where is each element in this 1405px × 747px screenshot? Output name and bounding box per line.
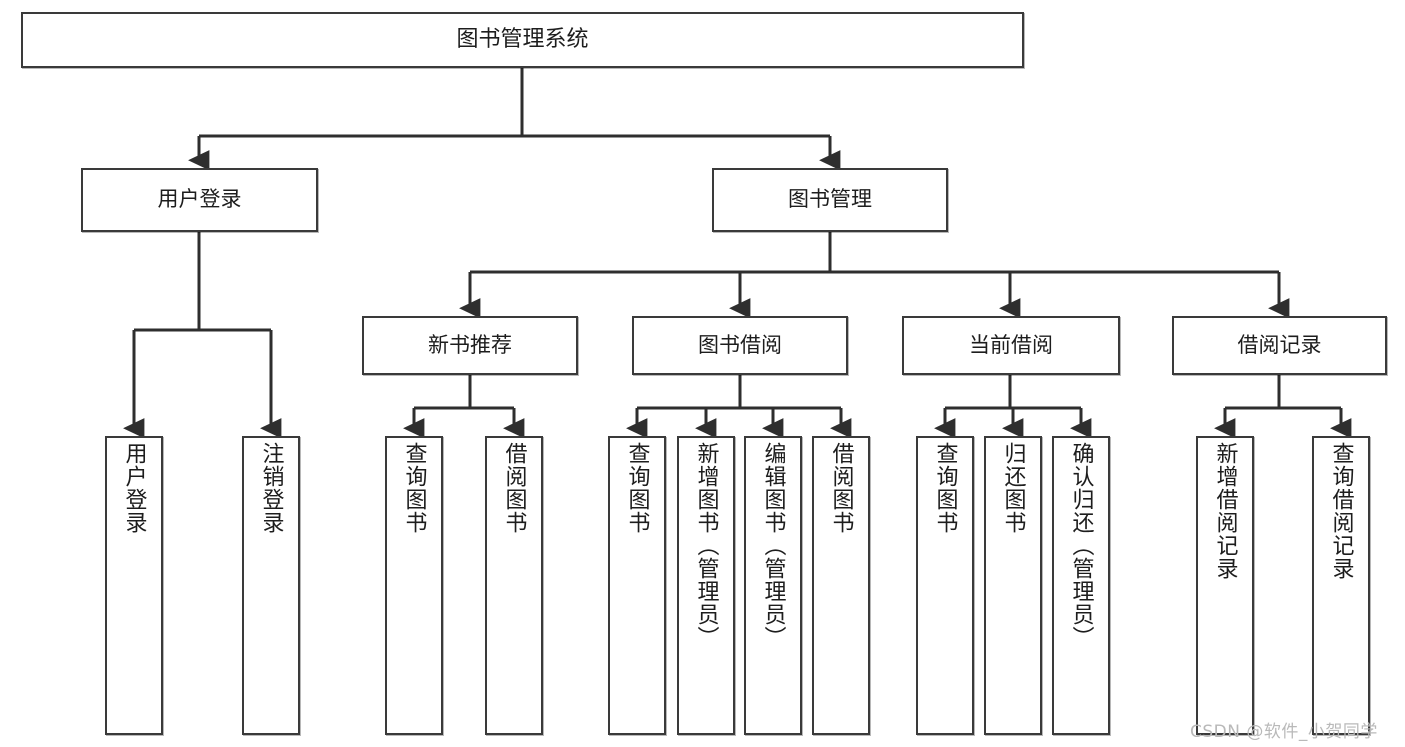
leaf-record-add-record[interactable]: 新增借阅记录 [1196,436,1254,735]
leaf-current-return-book[interactable]: 归还图书 [984,436,1042,735]
node-label: 用户登录 [157,187,242,212]
node-label: 查询图书 [401,442,427,534]
leaf-user-login-login[interactable]: 用户登录 [105,436,163,735]
node-book-management[interactable]: 图书管理 [712,168,948,232]
node-user-login[interactable]: 用户登录 [81,168,318,232]
leaf-borrow-borrow-book[interactable]: 借阅图书 [812,436,870,735]
node-current-borrow[interactable]: 当前借阅 [902,316,1120,375]
leaf-current-confirm-return-admin[interactable]: 确认归还（管理员） [1052,436,1110,735]
node-root-book-management-system[interactable]: 图书管理系统 [21,12,1024,68]
leaf-user-login-logout[interactable]: 注销登录 [242,436,300,735]
leaf-record-query-record[interactable]: 查询借阅记录 [1312,436,1370,735]
node-label: 当前借阅 [969,332,1053,357]
node-label: 归还图书 [1000,442,1026,534]
node-label: 编辑图书（管理员） [760,442,786,649]
leaf-recommend-query-book[interactable]: 查询图书 [385,436,443,735]
node-label: 图书管理 [788,187,872,212]
node-label: 新增图书（管理员） [693,442,719,649]
node-label: 查询图书 [932,442,958,534]
node-label: 查询图书 [624,442,650,534]
node-label: 借阅记录 [1237,332,1322,357]
node-label: 确认归还（管理员） [1068,442,1094,649]
leaf-borrow-add-book-admin[interactable]: 新增图书（管理员） [677,436,735,735]
node-label: 借阅图书 [828,442,854,534]
node-new-book-recommend[interactable]: 新书推荐 [362,316,578,375]
node-label: 查询借阅记录 [1328,442,1354,580]
node-label: 注销登录 [258,442,284,534]
node-label: 借阅图书 [501,442,527,534]
leaf-borrow-edit-book-admin[interactable]: 编辑图书（管理员） [744,436,802,735]
node-borrow-record[interactable]: 借阅记录 [1172,316,1387,375]
leaf-borrow-query-book[interactable]: 查询图书 [608,436,666,735]
csdn-watermark: CSDN @软件_小贺同学 [1190,722,1378,742]
node-label: 图书借阅 [698,332,782,357]
leaf-recommend-borrow-book[interactable]: 借阅图书 [485,436,543,735]
node-label: 新增借阅记录 [1212,442,1238,580]
node-book-borrow[interactable]: 图书借阅 [632,316,848,375]
node-label: 新书推荐 [428,332,512,357]
node-label: 用户登录 [121,442,147,534]
leaf-current-query-book[interactable]: 查询图书 [916,436,974,735]
node-label: 图书管理系统 [456,26,589,52]
